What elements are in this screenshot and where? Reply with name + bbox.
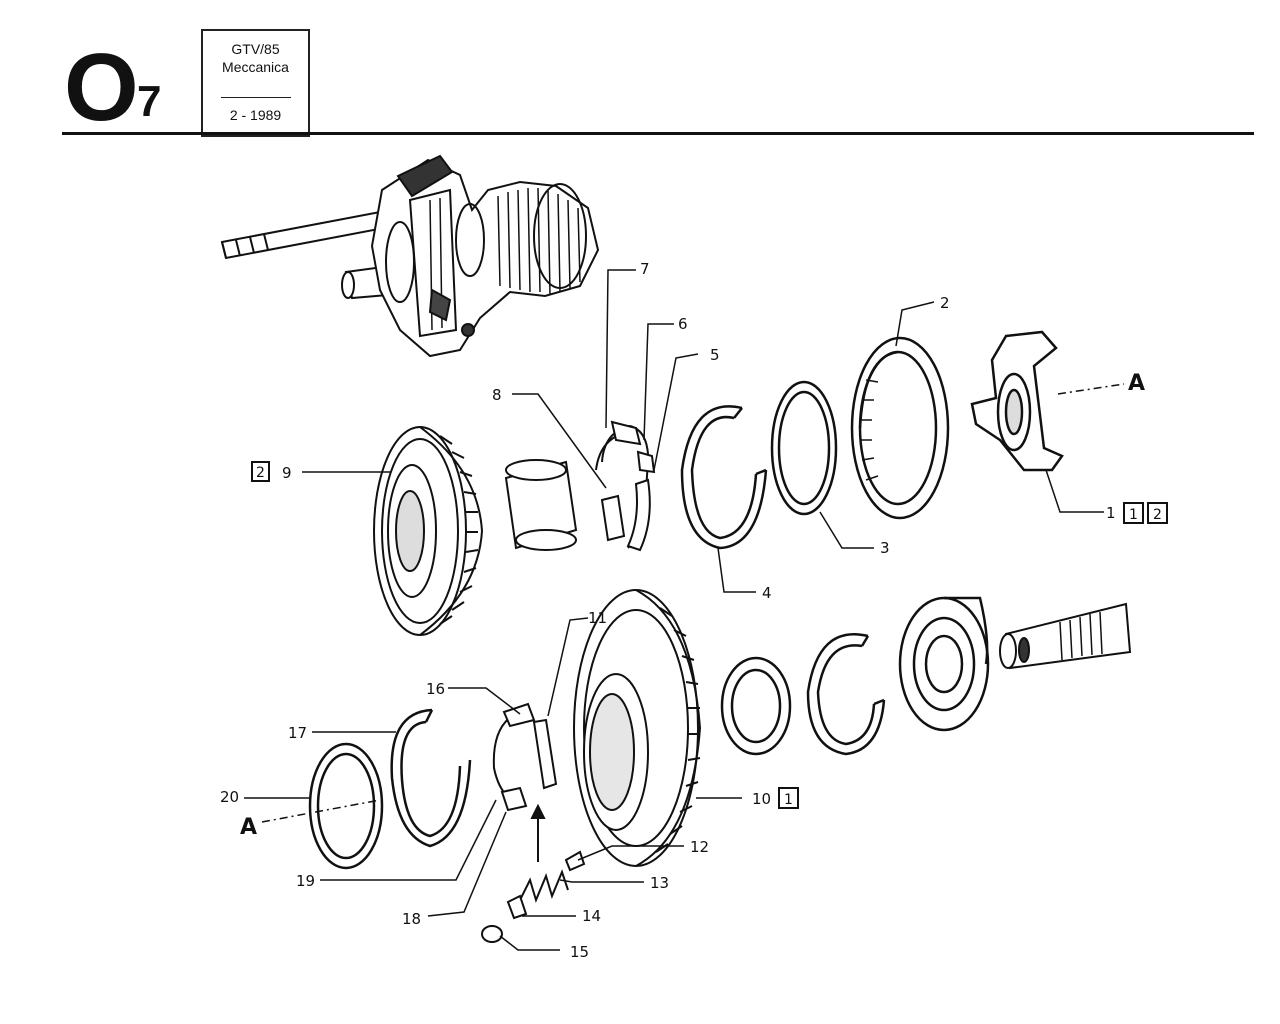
part-5-thrust-band: [626, 478, 651, 552]
assembly-arrow: [530, 803, 546, 862]
section-label: Meccanica: [222, 59, 289, 75]
callout-1: 1: [1106, 504, 1116, 522]
ball-bearing: [898, 596, 990, 732]
part-8-synchro-key: [600, 494, 626, 542]
callout-3: 3: [880, 539, 890, 557]
part-10-gear: [573, 589, 702, 867]
callout-17: 17: [288, 724, 307, 742]
axis-line-a-bottom: [261, 799, 381, 823]
axis-marker-top: A: [1128, 371, 1145, 396]
boxed-note-group-9: 2: [251, 461, 270, 482]
callout-11: 11: [588, 609, 607, 627]
callout-9: 9: [282, 464, 292, 482]
callout-18: 18: [402, 910, 421, 928]
part-18-block: [500, 786, 528, 812]
boxed-note-group-10: 1: [778, 787, 799, 809]
part-20-ring: [308, 742, 384, 870]
part-3-synchro-ring: [770, 380, 838, 516]
axis-line-a-top: [1057, 383, 1125, 395]
boxed-note-1a: 1: [1129, 507, 1138, 523]
boxed-note-group-1: 1 2: [1123, 502, 1168, 524]
callout-8: 8: [492, 386, 502, 404]
model-label: GTV/85: [231, 41, 280, 57]
part-12-plunger: [564, 850, 586, 872]
callout-12: 12: [690, 838, 709, 856]
callout-10: 10: [752, 790, 771, 808]
boxed-note-9: 2: [256, 465, 265, 481]
output-shaft: [999, 602, 1132, 670]
callout-2: 2: [940, 294, 950, 312]
callout-19: 19: [296, 872, 315, 890]
spacer-ring: [720, 656, 792, 756]
part-17-split-band: [390, 708, 472, 848]
boxed-note-10: 1: [784, 792, 793, 808]
circlip: [806, 633, 886, 756]
gearbox-assembly-illustration: [220, 154, 600, 358]
part-9-gear: [373, 426, 484, 636]
part-13-spring: [519, 869, 569, 903]
callout-6: 6: [678, 315, 688, 333]
part-14-pin: [506, 894, 528, 920]
header-info-box: GTV/85 Meccanica 2 - 1989: [201, 29, 310, 137]
callout-4: 4: [762, 584, 772, 602]
callout-20: 20: [220, 788, 239, 806]
part-2-sliding-sleeve: [850, 336, 950, 520]
header-rule: [62, 132, 1254, 135]
part-4-split-ring: [680, 405, 768, 550]
callout-15: 15: [570, 943, 589, 961]
header-separator: [221, 97, 291, 98]
leader-lines: [244, 269, 1104, 951]
axis-marker-bottom: A: [240, 815, 257, 840]
callout-14: 14: [582, 907, 601, 925]
bushing: [504, 459, 578, 551]
boxed-note-1b: 2: [1153, 507, 1162, 523]
part-15-ball: [481, 925, 503, 943]
date-label: 2 - 1989: [229, 107, 282, 123]
callout-13: 13: [650, 874, 669, 892]
section-number: 7: [137, 77, 162, 126]
callout-5: 5: [710, 346, 720, 364]
section-letter: O: [64, 34, 139, 141]
part-1-synchro-hub: [970, 330, 1064, 472]
callout-16: 16: [426, 680, 445, 698]
callout-7: 7: [640, 260, 650, 278]
part-11-thrust-band: [532, 718, 558, 790]
